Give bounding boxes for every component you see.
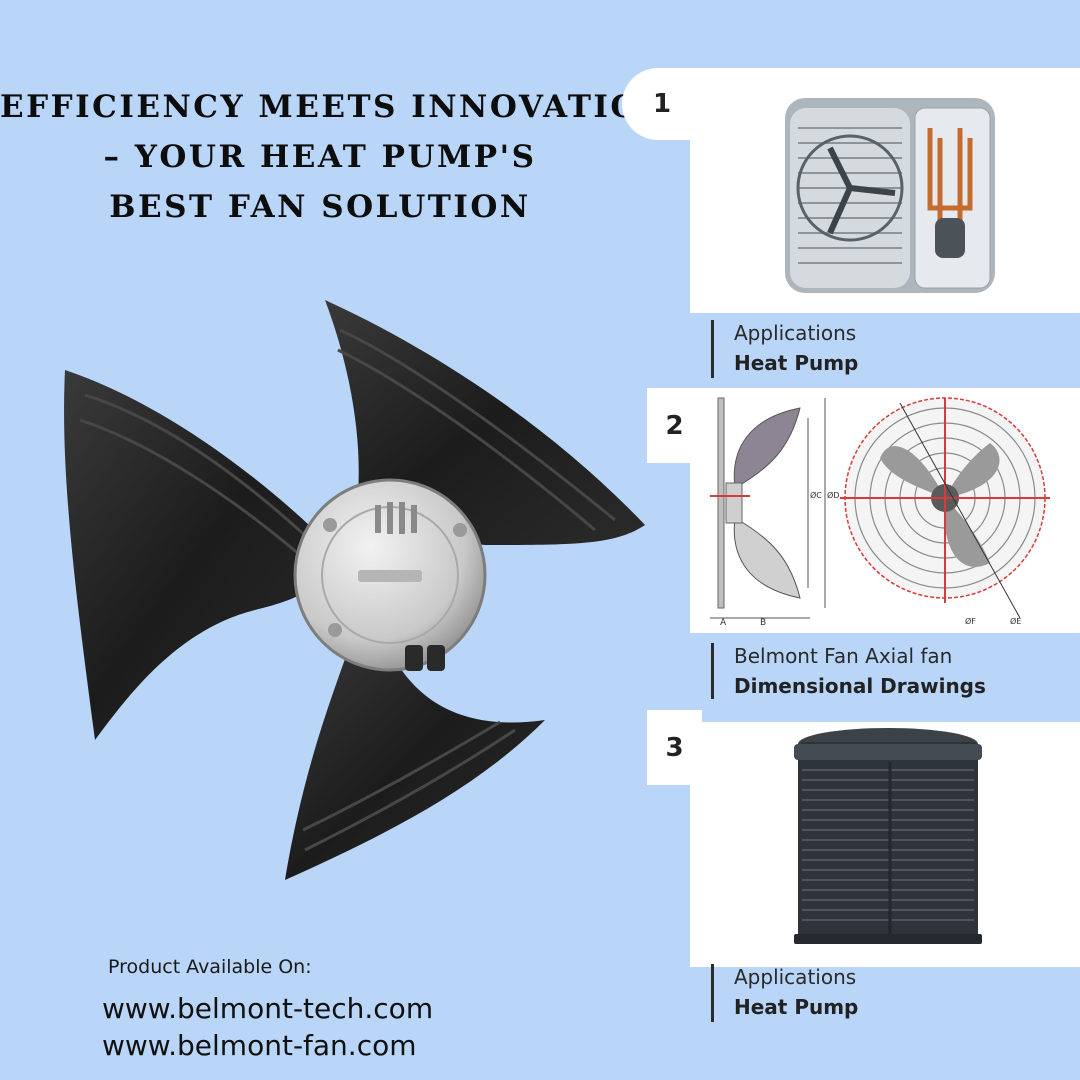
card-condenser-image	[690, 722, 1080, 967]
dim-label-d: ØD	[827, 490, 839, 500]
card-caption-2: Belmont Fan Axial fan Dimensional Drawin…	[711, 643, 986, 699]
caption-title: Heat Pump	[734, 351, 859, 375]
availability-label: Product Available On:	[108, 956, 312, 978]
dim-label-b: B	[760, 618, 766, 628]
step-badge-1: 1	[622, 68, 702, 140]
caption-title: Dimensional Drawings	[734, 674, 986, 698]
caption-category: Applications	[734, 965, 857, 989]
website-link-fan[interactable]: www.belmont-fan.com	[102, 1029, 417, 1062]
card-caption-3: Applications Heat Pump	[711, 964, 858, 1022]
dim-label-a: A	[720, 618, 727, 628]
headline: EFFICIENCY MEETS INNOVATION – YOUR HEAT …	[0, 82, 671, 232]
card-caption-1: Applications Heat Pump	[711, 320, 858, 378]
dim-label-f: ØF	[965, 616, 976, 626]
ac-condenser-unit-image	[794, 728, 982, 944]
heat-pump-unit-image	[785, 98, 995, 293]
headline-line-1: EFFICIENCY MEETS INNOVATION	[0, 89, 671, 125]
caption-category: Belmont Fan Axial fan	[734, 644, 953, 668]
fan-blade	[285, 630, 545, 880]
card-dimensional-drawing: A B ØC ØD ØF ØE	[690, 388, 1080, 633]
caption-category: Applications	[734, 321, 857, 345]
dim-label-c: ØC	[810, 490, 822, 500]
website-link-tech[interactable]: www.belmont-tech.com	[102, 992, 434, 1025]
dimensional-drawing-image: A B ØC ØD ØF ØE	[710, 397, 1050, 628]
axial-fan-image	[64, 300, 645, 880]
fan-blade	[64, 370, 335, 740]
caption-title: Heat Pump	[734, 995, 859, 1019]
card-heat-pump-image	[690, 68, 1080, 313]
dim-label-e: ØE	[1010, 616, 1021, 626]
headline-line-2: – YOUR HEAT PUMP'S	[103, 139, 537, 175]
headline-line-3: BEST FAN SOLUTION	[109, 189, 531, 225]
website-list: www.belmont-tech.com www.belmont-fan.com	[102, 990, 433, 1064]
